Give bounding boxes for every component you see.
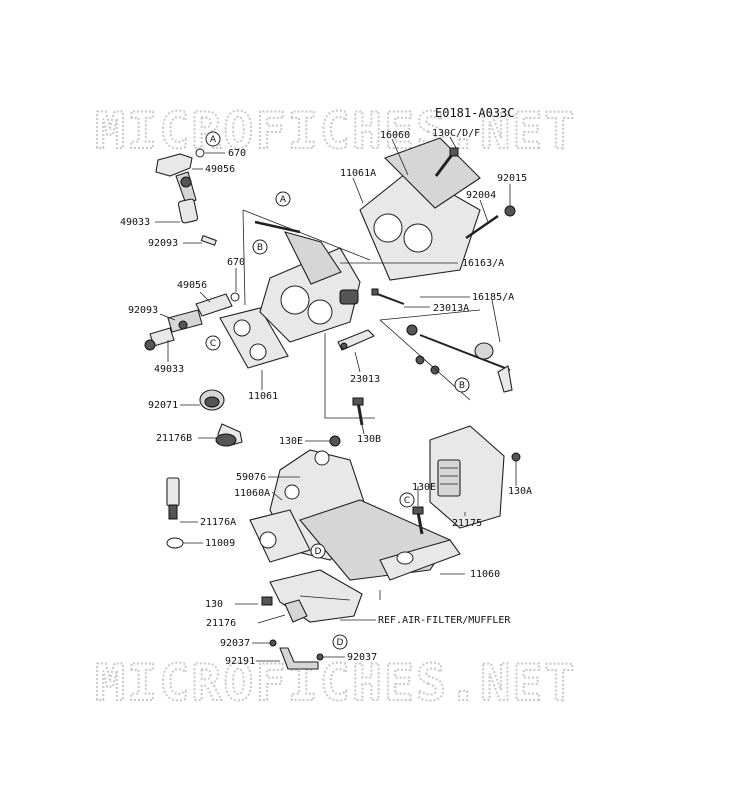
callout-c-manifold [399,492,415,508]
callout-d-bottom-label: D [337,638,344,648]
label-130b: 130B [357,434,381,445]
callout-c-manifold-label: C [404,496,410,506]
callout-a-center-label: A [280,195,287,205]
sensor-21176a-icon [166,477,180,520]
callout-a-top [205,131,221,147]
label-92004: 92004 [466,190,496,201]
label-59076: 59076 [236,472,266,483]
label-92037-left: 92037 [220,638,250,649]
label-16163: 16163/A [462,258,504,269]
fuel-injector-top-icon [155,148,205,224]
label-11060: 11060 [470,569,500,580]
screw-23013a-icon [371,288,405,305]
label-11060a: 11060A [234,488,270,499]
label-670-top: 670 [228,148,246,159]
label-92015: 92015 [497,173,527,184]
label-92191: 92191 [225,656,255,667]
bolt-130c-icon [434,147,459,177]
callout-b-right [454,377,470,393]
label-ref-air-filter: REF.AIR-FILTER/MUFFLER [378,615,511,626]
o-ring-670-icon [230,292,240,302]
ecu-21175-icon [429,425,505,529]
callout-c-left-label: C [210,339,216,349]
cap-92071-icon [199,389,225,411]
label-16060: 16060 [380,130,410,141]
intake-adapter-icon [359,137,481,281]
clamp-92037-left-icon [269,639,277,647]
label-21176: 21176 [206,618,236,629]
label-49056-mid: 49056 [177,280,207,291]
callout-d-bottom [332,634,348,650]
callout-a-center [275,191,291,207]
label-130e-top: 130E [279,436,303,447]
label-130c: 130C/D/F [432,128,480,139]
clamp-92037-right-icon [316,653,324,661]
label-16185: 16185/A [472,292,514,303]
label-92037-right: 92037 [347,652,377,663]
stud-92004-icon [465,214,499,240]
gasket-11061-icon [219,307,289,369]
sensor-21176b-icon [215,423,243,447]
throttle-shaft-icon [406,324,513,393]
label-21176b: 21176B [156,433,192,444]
watermark-top: MICROFICHES.NET [95,102,577,160]
callout-b-right-label: B [459,381,465,391]
bolt-130b-icon [352,397,364,426]
bolt-130e-top-icon [329,435,341,447]
label-21176a: 21176A [200,517,236,528]
label-23013a: 23013A [433,303,469,314]
label-49033-mid: 49033 [154,364,184,375]
label-92071: 92071 [148,400,178,411]
label-11009: 11009 [205,538,235,549]
intake-manifold-icon [249,449,461,600]
label-92093-mid: 92093 [128,305,158,316]
label-21175: 21175 [452,518,482,529]
throttle-body-icon [254,220,361,343]
label-670-mid: 670 [227,257,245,268]
label-23013: 23013 [350,374,380,385]
callout-d-manifold [310,543,326,559]
callout-c-left [205,335,221,351]
label-92093-top: 92093 [148,238,178,249]
bolt-130e-mid-icon [412,506,424,535]
callout-b-center [252,239,268,255]
o-ring-11009-icon [166,537,184,549]
callout-a-top-label: A [210,135,217,145]
screw-23013-icon [337,329,375,351]
sensor-21176-icon [261,596,308,623]
label-130e-mid: 130E [412,482,436,493]
label-49033-top: 49033 [120,217,150,228]
label-11061: 11061 [248,391,278,402]
label-11061a: 11061A [340,168,376,179]
label-130: 130 [205,599,223,610]
nut-92015-icon [504,205,516,217]
hose-92191-icon [279,647,319,670]
bolt-130a-icon [511,452,521,462]
callout-b-center-label: B [257,243,263,253]
label-49056-top: 49056 [205,164,235,175]
watermark-bottom: MICROFICHES.NET [95,654,577,712]
label-130a: 130A [508,486,532,497]
diagram-code: E0181-A033C [435,106,514,120]
callout-d-manifold-label: D [315,547,322,557]
